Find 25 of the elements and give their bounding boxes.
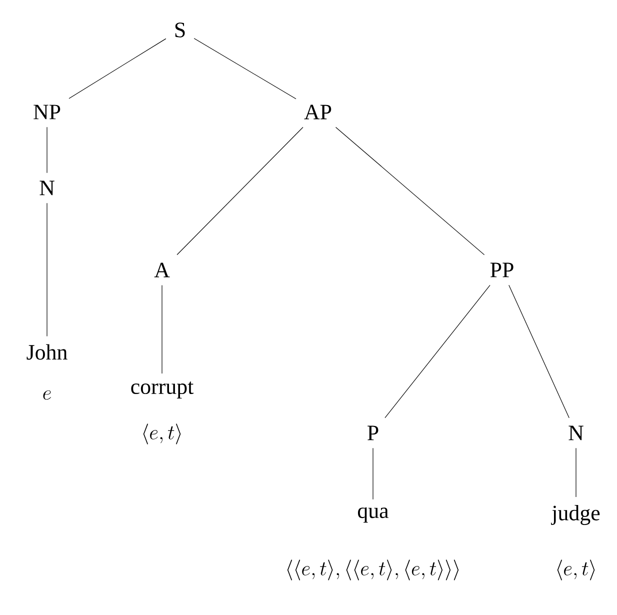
tree-branch: [194, 38, 296, 100]
leaf-word: judge: [551, 505, 600, 525]
leaf-word: corrupt: [131, 381, 194, 398]
category-label: AP: [304, 104, 332, 120]
category-label: PP: [490, 262, 514, 278]
category-label: P: [368, 426, 378, 440]
tree-branch: [508, 284, 570, 418]
type-label: $\langle\langle e,t\rangle,\langle\langle e,t\rangle,\langle e,t\rangle\rangle\rangle$: [287, 560, 459, 580]
tree-branch: [176, 126, 304, 256]
tree-branch: [46, 202, 48, 337]
category-label: S: [175, 22, 185, 38]
tree-branch: [68, 38, 166, 99]
category-label: N: [568, 426, 584, 440]
tree-branch: [335, 126, 485, 256]
leaf-word: qua: [358, 507, 389, 523]
leaf-word: John: [26, 344, 68, 360]
tree-branch: [46, 126, 48, 174]
category-label: A: [154, 262, 170, 278]
tree-branch: [372, 448, 374, 500]
type-label: $e$: [43, 390, 51, 400]
category-label: NP: [34, 104, 60, 120]
type-label: $\langle e,t\rangle$: [143, 424, 181, 444]
type-label: $\langle e,t\rangle$: [557, 560, 595, 580]
category-label: N: [40, 180, 54, 196]
tree-branch: [384, 284, 490, 418]
